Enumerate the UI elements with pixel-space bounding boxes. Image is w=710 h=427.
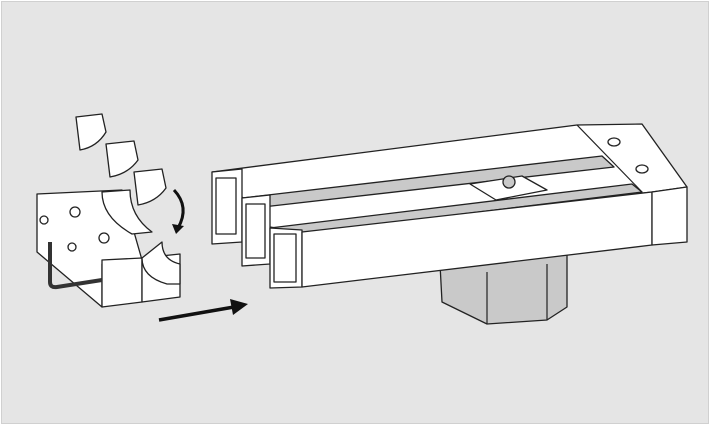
bolt-hole bbox=[607, 137, 621, 147]
tube-opening-1 bbox=[215, 177, 237, 235]
bolt-hole bbox=[635, 164, 649, 174]
curved-arrow-icon bbox=[172, 188, 185, 229]
hex-key-icon bbox=[48, 242, 103, 290]
curved-arrow-head bbox=[172, 224, 184, 234]
center-bolt bbox=[502, 175, 516, 189]
rail-assembly bbox=[211, 123, 688, 289]
quarter-pieces bbox=[75, 113, 167, 206]
clamp-block bbox=[36, 189, 181, 308]
straight-arrow-icon bbox=[158, 305, 235, 322]
tube-opening-3 bbox=[273, 233, 297, 283]
straight-arrow-head bbox=[230, 299, 248, 315]
tube-opening-2 bbox=[245, 203, 266, 259]
